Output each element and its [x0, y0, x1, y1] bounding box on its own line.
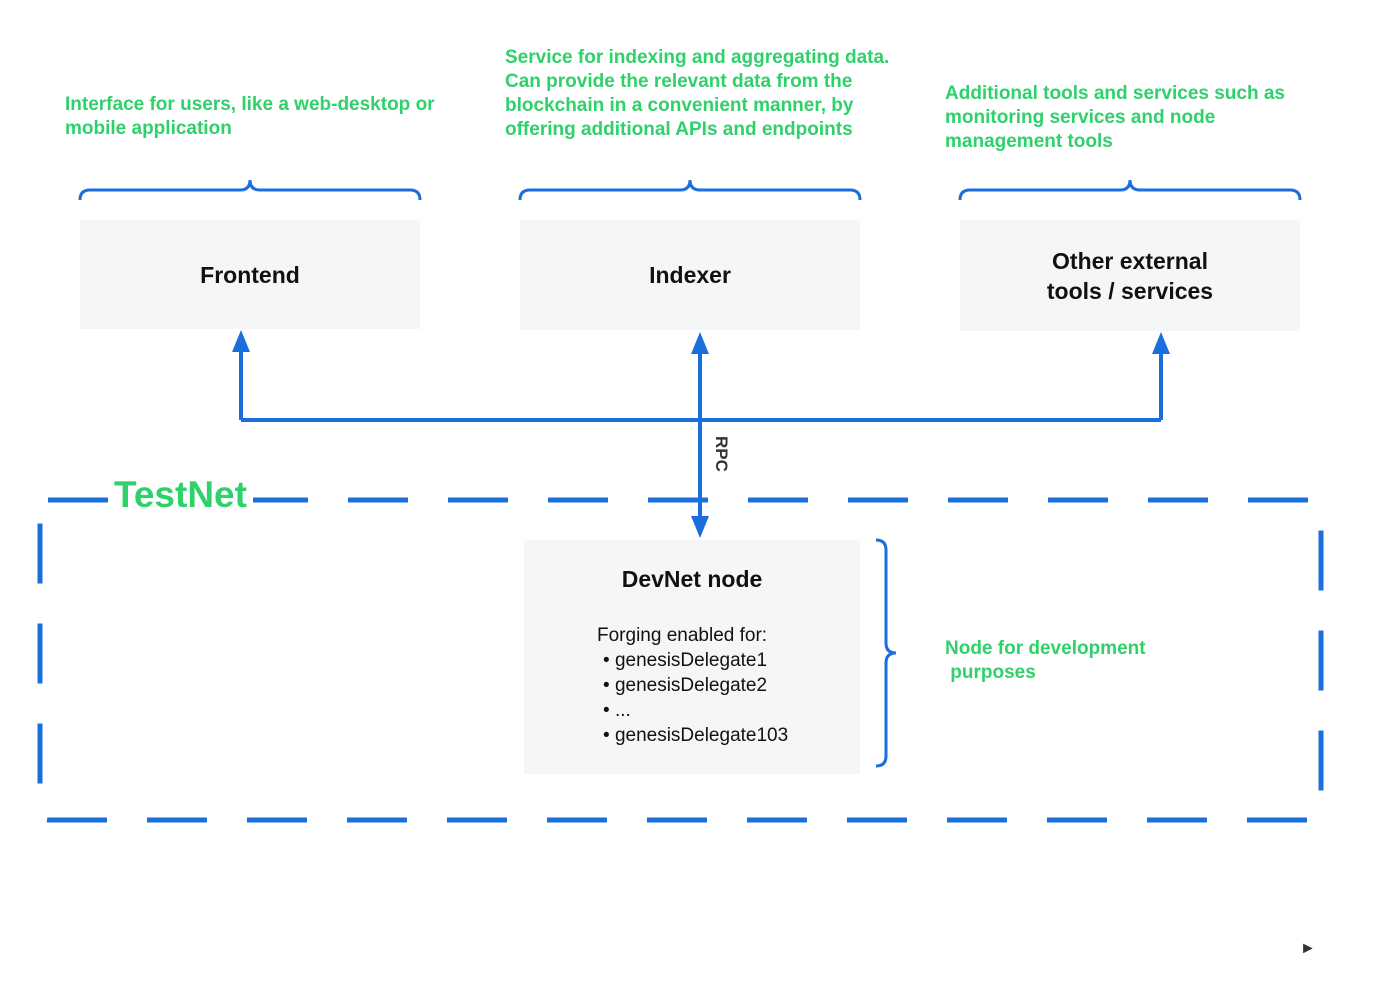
frontend-brace — [78, 179, 422, 201]
frontend-box: Frontend — [80, 220, 420, 329]
delegate-item: ... — [597, 698, 788, 723]
frontend-box-label: Frontend — [200, 261, 300, 288]
indexer-brace — [518, 179, 862, 201]
indexer-description: Service for indexing and aggregating dat… — [505, 47, 890, 140]
forging-intro: Forging enabled for: — [597, 625, 768, 646]
delegate-item: genesisDelegate103 — [597, 723, 788, 748]
other-arrowhead — [1152, 332, 1170, 354]
frontend-description: Interface for users, like a web-desktop … — [65, 94, 435, 139]
delegate-list: genesisDelegate1 genesisDelegate2 ... ge… — [597, 648, 788, 748]
indexer-arrowhead — [691, 332, 709, 354]
frontend-arrowhead — [232, 330, 250, 352]
delegate-item: genesisDelegate1 — [597, 648, 788, 673]
other-tools-box: Other external tools / services — [960, 220, 1300, 331]
rpc-label: RPC — [712, 436, 731, 472]
devnet-node-box: DevNet node Forging enabled for: genesis… — [524, 540, 860, 774]
devnet-description: Node for development purposes — [945, 638, 1146, 683]
play-icon[interactable]: ► — [1300, 940, 1316, 957]
testnet-boundary — [37, 497, 1324, 823]
indexer-box: Indexer — [520, 220, 860, 330]
other-brace — [958, 179, 1302, 201]
testnet-label: TestNet — [108, 474, 253, 516]
devnet-node-body: Forging enabled for: genesisDelegate1 ge… — [597, 623, 788, 748]
delegate-item: genesisDelegate2 — [597, 673, 788, 698]
devnet-brace — [875, 538, 897, 768]
other-description: Additional tools and services such as mo… — [945, 83, 1285, 152]
devnet-node-title: DevNet node — [621, 566, 763, 592]
indexer-box-label: Indexer — [649, 262, 731, 288]
other-tools-box-label: Other external tools / services — [1046, 247, 1214, 304]
devnet-arrowhead — [691, 516, 709, 538]
